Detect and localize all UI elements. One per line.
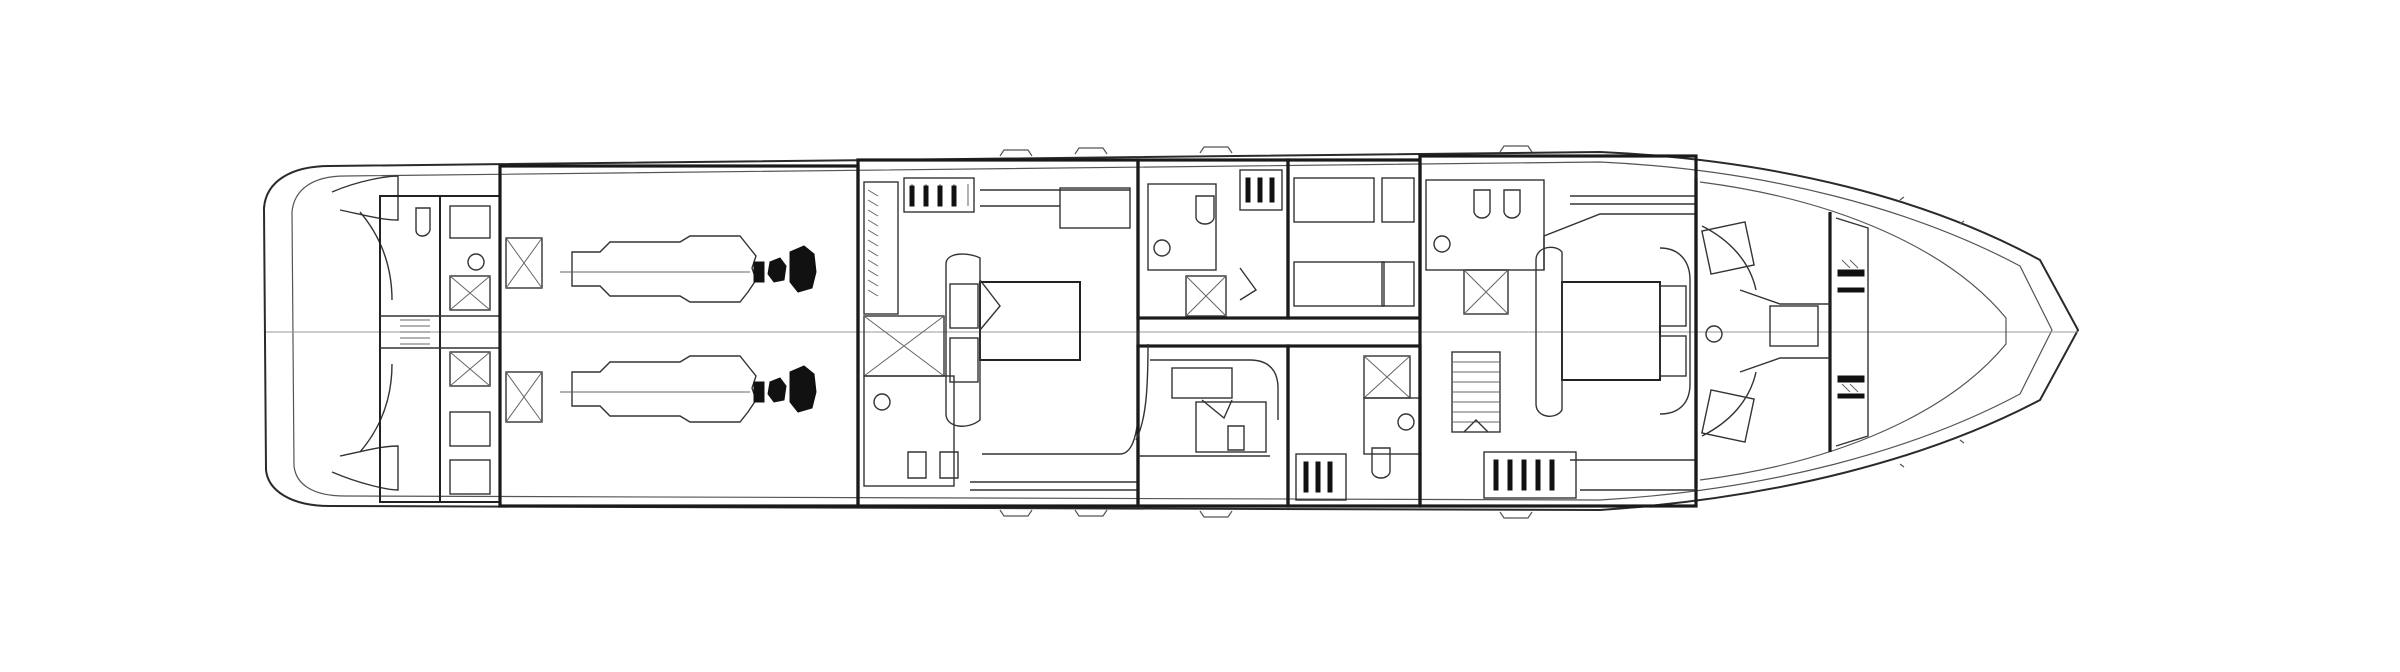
sink-icon [1433,235,1451,253]
jetski-icon [560,355,817,423]
toilet-icon [1227,425,1245,451]
forward-cabins [1418,154,1698,508]
toilet-icon [1371,447,1391,479]
wardrobe-icon [1483,451,1577,499]
tender-garage [498,164,860,508]
staircase-icon [1451,351,1501,433]
toilet-icon [1195,195,1215,225]
wardrobe-icon [1239,169,1283,211]
jetski-icon [560,235,817,303]
master-cabin [856,158,1140,508]
sink-icon [467,253,485,271]
toilet-icon [415,207,431,237]
sink-icon [1153,239,1171,257]
bed-icon [945,253,1081,427]
guest-cabins [1135,158,1422,508]
toilet-icon [1473,189,1521,219]
bed-icon [1535,246,1691,417]
bow-crew-area [1694,178,1869,488]
wardrobe-icon [1295,453,1347,501]
hull-outline [262,145,2080,519]
sink-icon [1705,325,1723,343]
bed-icon [1381,177,1415,307]
wardrobe-icon [903,177,975,213]
stern-area [331,175,501,503]
wardrobe-icon [863,181,899,315]
sink-icon [1397,413,1415,431]
toilet-icon [907,451,959,479]
sink-icon [873,393,891,411]
